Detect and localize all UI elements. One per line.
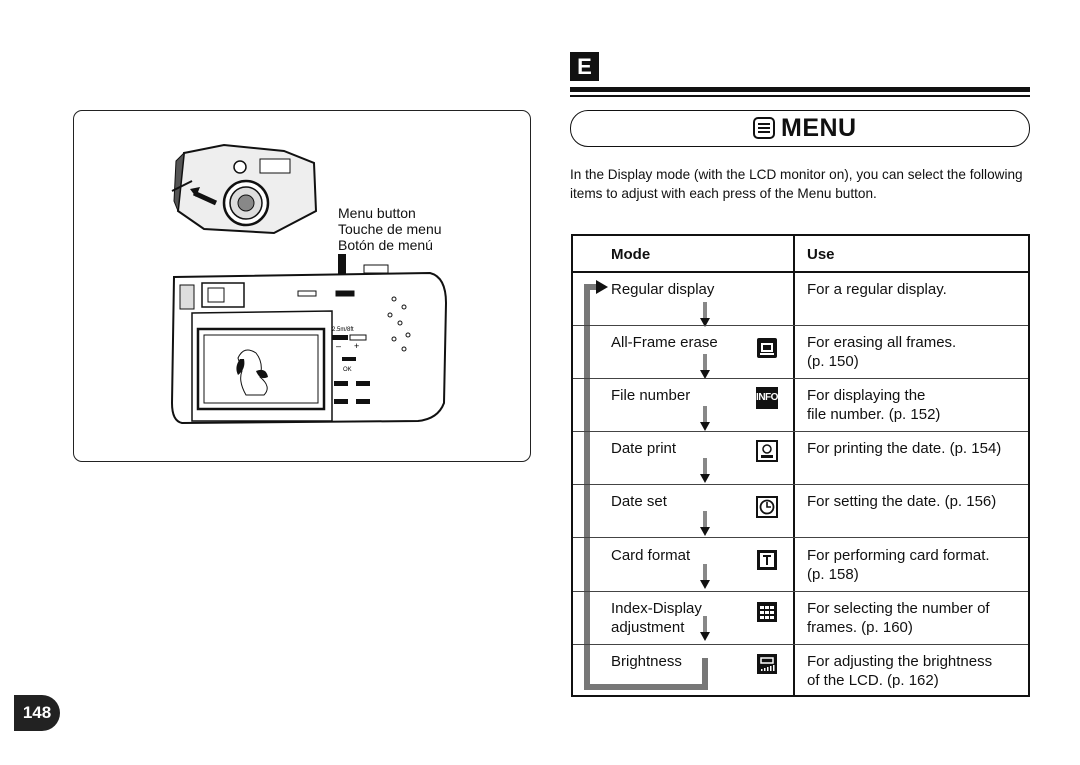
menu-title-box: MENU — [570, 110, 1030, 147]
use-card-format-2: (p. 158) — [807, 566, 859, 583]
ok-label: OK — [343, 367, 352, 373]
use-all-frame-erase-2: (p. 150) — [807, 353, 859, 370]
card-format-icon — [757, 550, 777, 570]
index-grid-icon — [757, 602, 777, 622]
down-arrow-icon — [700, 564, 710, 589]
use-brightness-2: of the LCD. (p. 162) — [807, 672, 939, 689]
header-rule-thin — [570, 95, 1030, 97]
down-arrow-icon — [700, 302, 710, 327]
clock-icon — [756, 496, 778, 518]
header-use: Use — [807, 246, 835, 263]
brightness-icon — [757, 654, 777, 674]
use-brightness-1: For adjusting the brightness — [807, 653, 993, 670]
mode-all-frame-erase: All-Frame erase — [611, 334, 718, 351]
all-frame-erase-icon — [757, 338, 777, 358]
info-icon: INFO — [756, 387, 778, 409]
figure-label-en: Menu button — [338, 205, 416, 221]
section-tab: E — [570, 52, 599, 81]
mode-index-display-1: Index-Display — [611, 600, 702, 617]
row-divider — [573, 431, 1028, 432]
down-arrow-icon — [700, 616, 710, 641]
menu-icon — [753, 117, 775, 139]
use-regular-display: For a regular display. — [807, 281, 947, 298]
mode-date-print: Date print — [611, 440, 677, 457]
mode-regular-display: Regular display — [611, 281, 715, 298]
use-file-number-1: For displaying the — [807, 387, 926, 404]
use-date-print: For printing the date. (p. 154) — [807, 440, 1002, 457]
menu-table: Mode Use Regular display For a regular d… — [571, 234, 1030, 697]
row-divider — [573, 644, 1028, 645]
camera-front-illustration — [171, 143, 318, 235]
header-rule-thick — [570, 87, 1030, 92]
use-date-set: For setting the date. (p. 156) — [807, 493, 997, 510]
row-divider — [573, 325, 1028, 326]
figure-label-es: Botón de menú — [338, 237, 433, 253]
camera-figure-frame: Menu button Touche de menu Botón de menú… — [73, 110, 531, 462]
mode-brightness: Brightness — [611, 653, 682, 670]
row-divider — [573, 591, 1028, 592]
down-arrow-icon — [700, 406, 710, 431]
row-divider — [573, 378, 1028, 379]
page-number: 148 — [14, 695, 60, 731]
use-index-display-2: frames. (p. 160) — [807, 619, 913, 636]
use-card-format-1: For performing card format. — [807, 547, 990, 564]
use-index-display-1: For selecting the number of — [807, 600, 990, 617]
camera-back-illustration: 2.5m/8ft – + OK — [170, 264, 448, 425]
header-divider — [573, 271, 1028, 273]
mode-file-number: File number — [611, 387, 691, 404]
cycle-loop-line — [584, 280, 708, 690]
row-divider — [573, 484, 1028, 485]
use-file-number-2: file number. (p. 152) — [807, 406, 941, 423]
date-print-icon — [756, 440, 778, 462]
down-arrow-icon — [700, 354, 710, 379]
flash-rate-label: 2.5m/8ft — [332, 327, 354, 333]
intro-paragraph: In the Display mode (with the LCD monito… — [570, 167, 1023, 201]
header-mode: Mode — [611, 246, 651, 263]
mode-date-set: Date set — [611, 493, 667, 510]
column-divider — [793, 236, 795, 695]
use-all-frame-erase-1: For erasing all frames. — [807, 334, 957, 351]
mode-index-display-2: adjustment — [611, 619, 685, 636]
down-arrow-icon — [700, 511, 710, 536]
figure-label-fr: Touche de menu — [338, 221, 442, 237]
minus-label: – — [336, 341, 341, 351]
down-arrow-icon — [700, 458, 710, 483]
mode-card-format: Card format — [611, 547, 691, 564]
page-title: MENU — [781, 114, 857, 142]
plus-label: + — [354, 341, 359, 351]
row-divider — [573, 537, 1028, 538]
